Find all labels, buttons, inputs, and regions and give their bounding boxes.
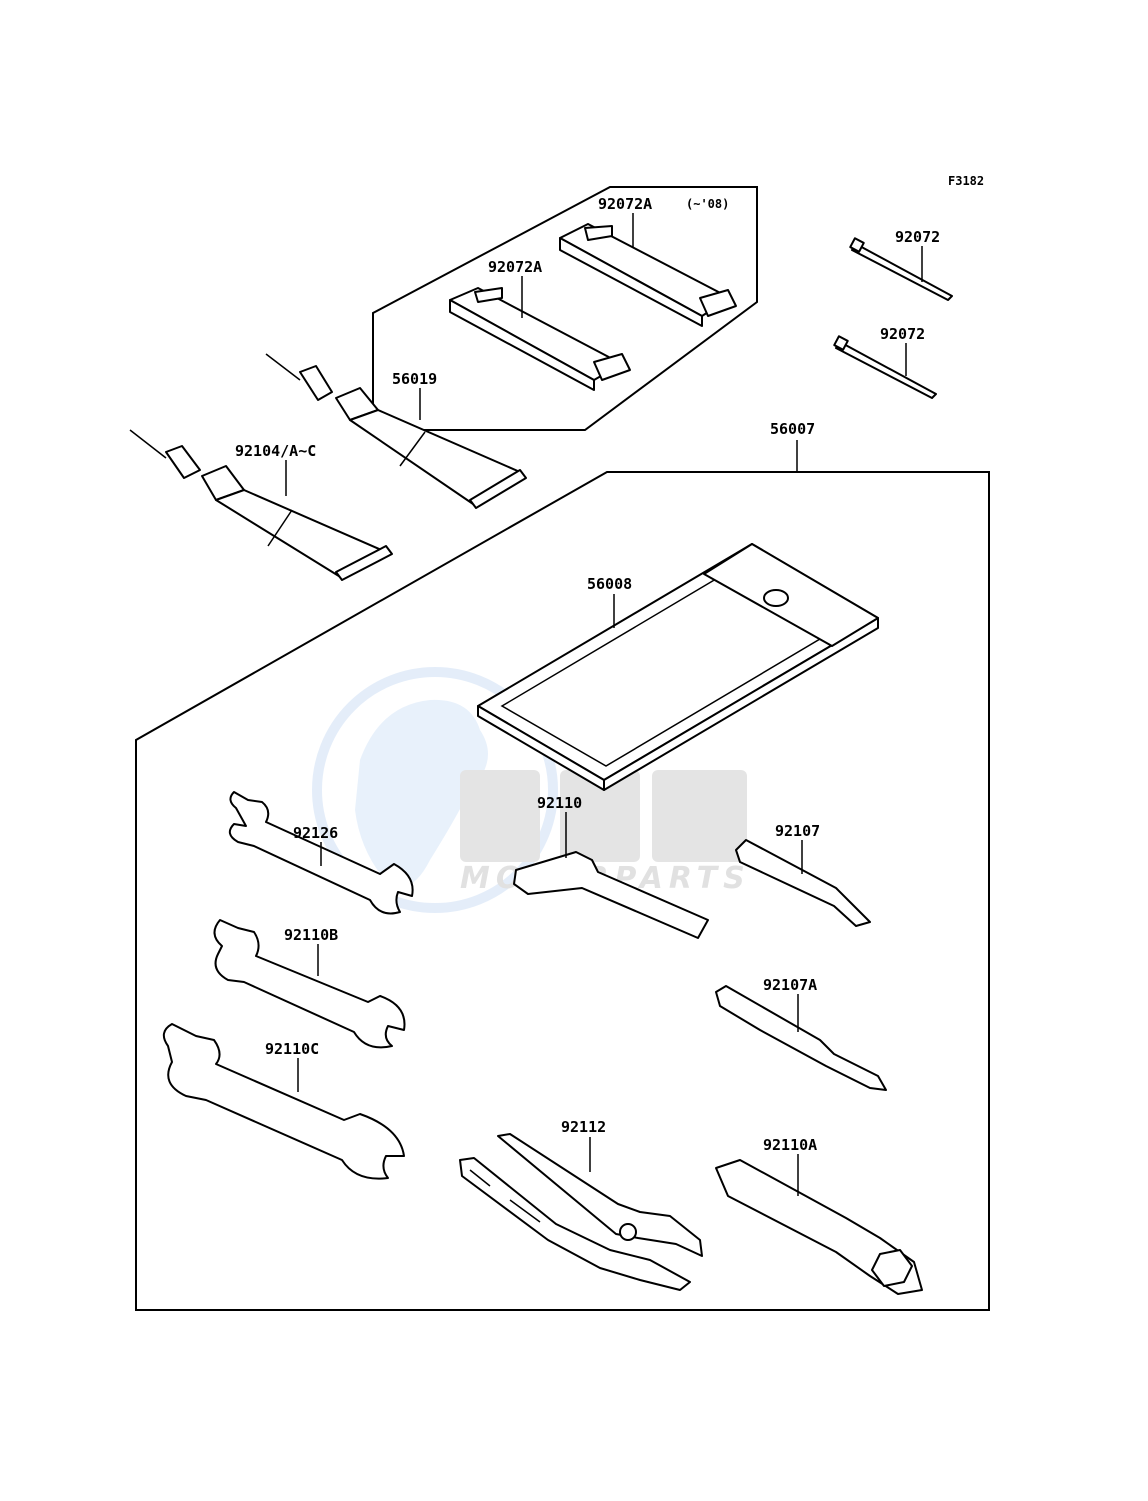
strap-92072A-bottom (449, 287, 631, 391)
wrench-92110B (213, 919, 406, 1049)
callout-92104: 92104/A~C (235, 442, 316, 460)
callout-56007: 56007 (770, 420, 815, 438)
pliers-92112 (459, 1133, 703, 1291)
callout-92072-top: 92072 (895, 228, 940, 246)
callout-92110B: 92110B (284, 926, 338, 944)
band-92072-bottom (833, 335, 937, 399)
wrench-92110C (162, 1023, 405, 1180)
screwdriver-92107A (715, 985, 887, 1091)
callout-92110A: 92110A (763, 1136, 817, 1154)
tube-92104 (129, 429, 393, 581)
tool-pouch-56008 (477, 543, 879, 791)
watermark-logo-letters (460, 770, 747, 862)
callout-92126: 92126 (293, 824, 338, 842)
tube-56019 (265, 353, 527, 509)
callout-92110: 92110 (537, 794, 582, 812)
callout-92112: 92112 (561, 1118, 606, 1136)
spark-plug-wrench-92110A (715, 1159, 923, 1295)
hex-key-92110 (513, 851, 709, 939)
watermark-globe (312, 667, 558, 913)
callout-92107A: 92107A (763, 976, 817, 994)
callout-56019: 56019 (392, 370, 437, 388)
oem-watermark: MOTORPARTS (312, 667, 747, 913)
band-92072-top (849, 237, 953, 301)
callout-92107: 92107 (775, 822, 820, 840)
callout-56008: 56008 (587, 575, 632, 593)
figure-code: F3182 (948, 174, 984, 188)
watermark-continent (355, 699, 488, 887)
callout-92072A-bottom: 92072A (488, 258, 542, 276)
callout-92072-bottom: 92072 (880, 325, 925, 343)
strap-92072A-top (559, 223, 737, 327)
screwdriver-92107 (735, 839, 871, 927)
tool-kit-frame (135, 471, 990, 1311)
callout-92110C: 92110C (265, 1040, 319, 1058)
callout-92072A-top: 92072A (598, 195, 652, 213)
straps-group-frame (372, 186, 758, 431)
callout-92072A-top-note: (~'08) (686, 197, 729, 211)
